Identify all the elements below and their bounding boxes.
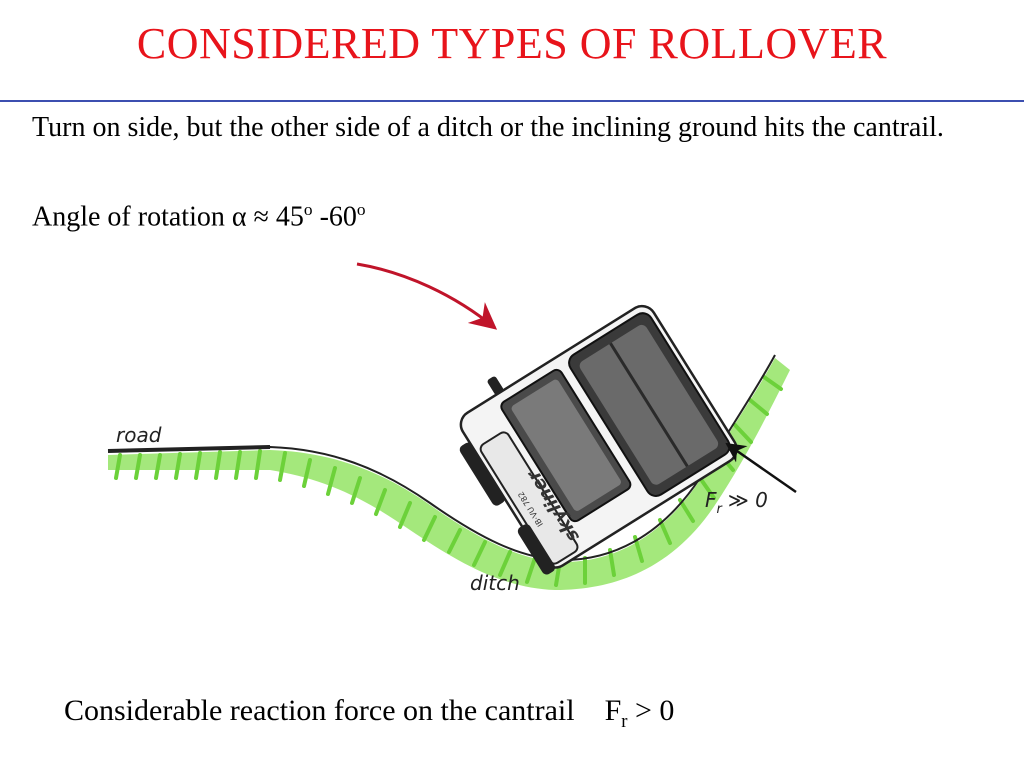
caption-text: Considerable reaction force on the cantr… (64, 694, 674, 733)
rotation-arrow (356, 262, 498, 330)
degree-mark-from: o (303, 200, 313, 219)
approx-symbol: ≈ (253, 201, 269, 233)
force-label-relation: ≫ 0 (728, 488, 768, 512)
angle-prefix: Angle of rotation (32, 201, 225, 233)
force-label: Fr ≫ 0 (705, 488, 768, 517)
description-text: Turn on side, but the other side of a di… (32, 112, 944, 143)
caption-main: Considerable reaction force on the cantr… (64, 694, 575, 727)
degree-mark-to: o (356, 200, 366, 219)
reaction-force-arrow (725, 442, 797, 494)
force-label-sub: r (717, 502, 724, 517)
angle-to: -60 (319, 201, 357, 233)
alpha-symbol: α (231, 201, 247, 233)
road-label: road (116, 423, 162, 447)
grass-hatching (114, 375, 783, 587)
ditch-label: ditch (470, 571, 520, 595)
rollover-diagram: road ditch skyliner IB·VU 782 Fr ≫ 0 (107, 262, 797, 595)
force-label-main: F (705, 488, 717, 512)
road-surface (107, 445, 271, 453)
caption-relation: > 0 (635, 694, 675, 727)
caption-symbol: F (604, 694, 622, 727)
page-title: CONSIDERED TYPES OF ROLLOVER (136, 19, 888, 68)
angle-from: 45 (275, 201, 304, 233)
grass-band (108, 358, 790, 590)
angle-text: Angle of rotation α ≈ 45o -60o (32, 195, 366, 232)
caption-symbol-sub: r (621, 711, 628, 732)
bus-illustration: skyliner IB·VU 782 (459, 304, 738, 575)
title-divider (0, 100, 1024, 102)
